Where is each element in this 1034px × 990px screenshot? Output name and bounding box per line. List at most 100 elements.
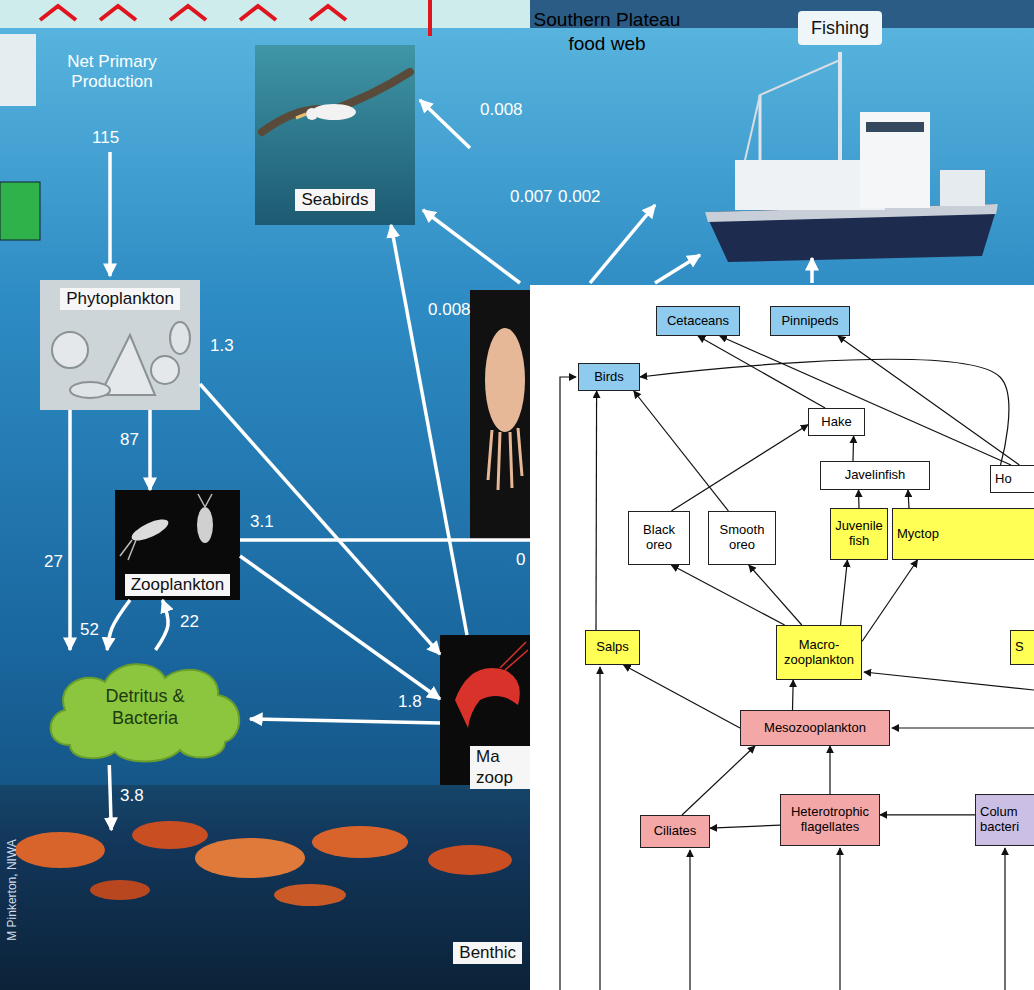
fishing-vessel xyxy=(705,52,998,262)
flow-arrow xyxy=(698,336,825,408)
seabed-photo xyxy=(428,845,512,875)
node-label: Fishing xyxy=(811,18,869,39)
macrozooplankton-photo xyxy=(500,642,528,670)
flow-arrow xyxy=(640,359,1009,465)
node-label: Ho xyxy=(995,472,1012,487)
flow-value: 87 xyxy=(120,430,139,450)
flow-value: 27 xyxy=(44,552,63,572)
seabird-photo xyxy=(296,114,306,118)
seabed-photo xyxy=(132,821,208,849)
flow-arrow xyxy=(391,225,467,635)
node-label: Cetaceans xyxy=(667,314,729,329)
phytoplankton-photo xyxy=(151,356,179,384)
node-label: Benthic xyxy=(453,942,522,964)
flow-arrow xyxy=(880,814,975,815)
node-label: Hake xyxy=(821,415,851,430)
squid-photo xyxy=(470,290,530,540)
flow-arrow xyxy=(250,719,440,723)
species-box: Smooth oreo xyxy=(708,511,776,565)
node-label: Heterotrophic flagellates xyxy=(785,805,875,835)
inset-panel xyxy=(530,285,1034,990)
flow-value: 1.3 xyxy=(210,336,234,356)
seabird-photo xyxy=(306,108,318,120)
fishing-vessel xyxy=(705,204,998,262)
node-label: Colum bacteri xyxy=(980,805,1034,835)
trophic-link xyxy=(892,727,1034,728)
node-label: Salps xyxy=(596,640,629,655)
species-box: S xyxy=(1010,630,1034,665)
fishing-vessel xyxy=(866,122,924,132)
squid-photo xyxy=(485,328,525,432)
zooplankton-photo xyxy=(120,540,136,560)
credit-text: M Pinkerton, NIWA xyxy=(5,839,19,941)
flow-arrow xyxy=(810,258,814,283)
flow-arrow xyxy=(792,680,794,710)
flow-value: 0.008 xyxy=(428,300,471,320)
node-label: Smooth oreo xyxy=(713,523,771,553)
species-box: Colum bacteri xyxy=(975,794,1034,846)
slide-edge xyxy=(0,0,530,28)
trophic-link xyxy=(689,850,690,990)
flow-arrow xyxy=(423,210,520,283)
flow-arrow xyxy=(148,410,152,490)
flow-arrow xyxy=(420,100,470,148)
photo-panel: Zooplankton xyxy=(115,490,240,600)
flow-arrow xyxy=(655,255,700,283)
flow-arrow xyxy=(852,436,854,461)
phytoplankton-photo xyxy=(52,332,88,368)
zooplankton-photo xyxy=(198,494,212,507)
species-box: Hake xyxy=(808,408,865,436)
macrozooplankton-photo xyxy=(455,668,520,728)
phytoplankton-photo xyxy=(170,322,190,354)
seabed-photo xyxy=(0,785,530,990)
fishing-vessel xyxy=(759,95,762,160)
flow-value: 1.8 xyxy=(398,692,422,712)
flow-arrow xyxy=(829,746,830,794)
flow-arrow xyxy=(710,825,780,828)
species-box: Ciliates xyxy=(640,815,710,848)
zooplankton-photo xyxy=(197,507,213,543)
species-box: Ho xyxy=(990,465,1034,493)
macrozooplankton-photo xyxy=(440,635,530,795)
species-box: Myctop xyxy=(892,508,1034,560)
photo-panel: Benthic xyxy=(0,830,530,990)
node-label: Zooplankton xyxy=(125,574,231,596)
flow-value: 0.008 xyxy=(480,100,523,120)
flow-arrow xyxy=(682,746,755,815)
seabed-photo xyxy=(0,785,530,990)
trophic-link xyxy=(839,848,840,990)
seabed-photo xyxy=(15,832,105,868)
fishing-vessel xyxy=(860,112,930,208)
species-box: Salps xyxy=(585,630,640,665)
node-label: Pinnipeds xyxy=(781,314,838,329)
flow-arrow xyxy=(240,556,440,699)
species-box: Mesozooplankton xyxy=(740,710,890,746)
flow-arrow xyxy=(671,565,784,625)
node-label: Phytoplankton xyxy=(60,288,180,310)
flow-source-label: Net Primary Production xyxy=(62,52,162,93)
species-box: Cetaceans xyxy=(656,306,740,336)
slide-edge xyxy=(0,34,36,106)
flow-arrow xyxy=(590,205,655,283)
species-box: Birds xyxy=(578,363,640,391)
phytoplankton-photo xyxy=(40,280,200,410)
node-label: S xyxy=(1015,640,1024,655)
photo-panel: Ma zoop xyxy=(440,635,530,795)
seabird-photo xyxy=(262,72,410,132)
detritus-cloud: Detritus & Bacteria xyxy=(40,650,250,765)
species-box: Macro- zooplankton xyxy=(776,625,862,680)
flow-arrow xyxy=(109,765,111,830)
phytoplankton-photo xyxy=(40,280,200,410)
seabed-photo xyxy=(274,884,346,906)
zooplankton-photo xyxy=(115,490,240,600)
node-label: Myctop xyxy=(897,527,939,542)
trophic-link xyxy=(599,667,600,990)
fishing-vessel xyxy=(745,60,840,160)
flow-arrow xyxy=(838,336,1019,465)
species-box: Black oreo xyxy=(628,511,690,565)
macrozooplankton-photo xyxy=(440,635,530,795)
fishing-vessel xyxy=(838,52,842,160)
